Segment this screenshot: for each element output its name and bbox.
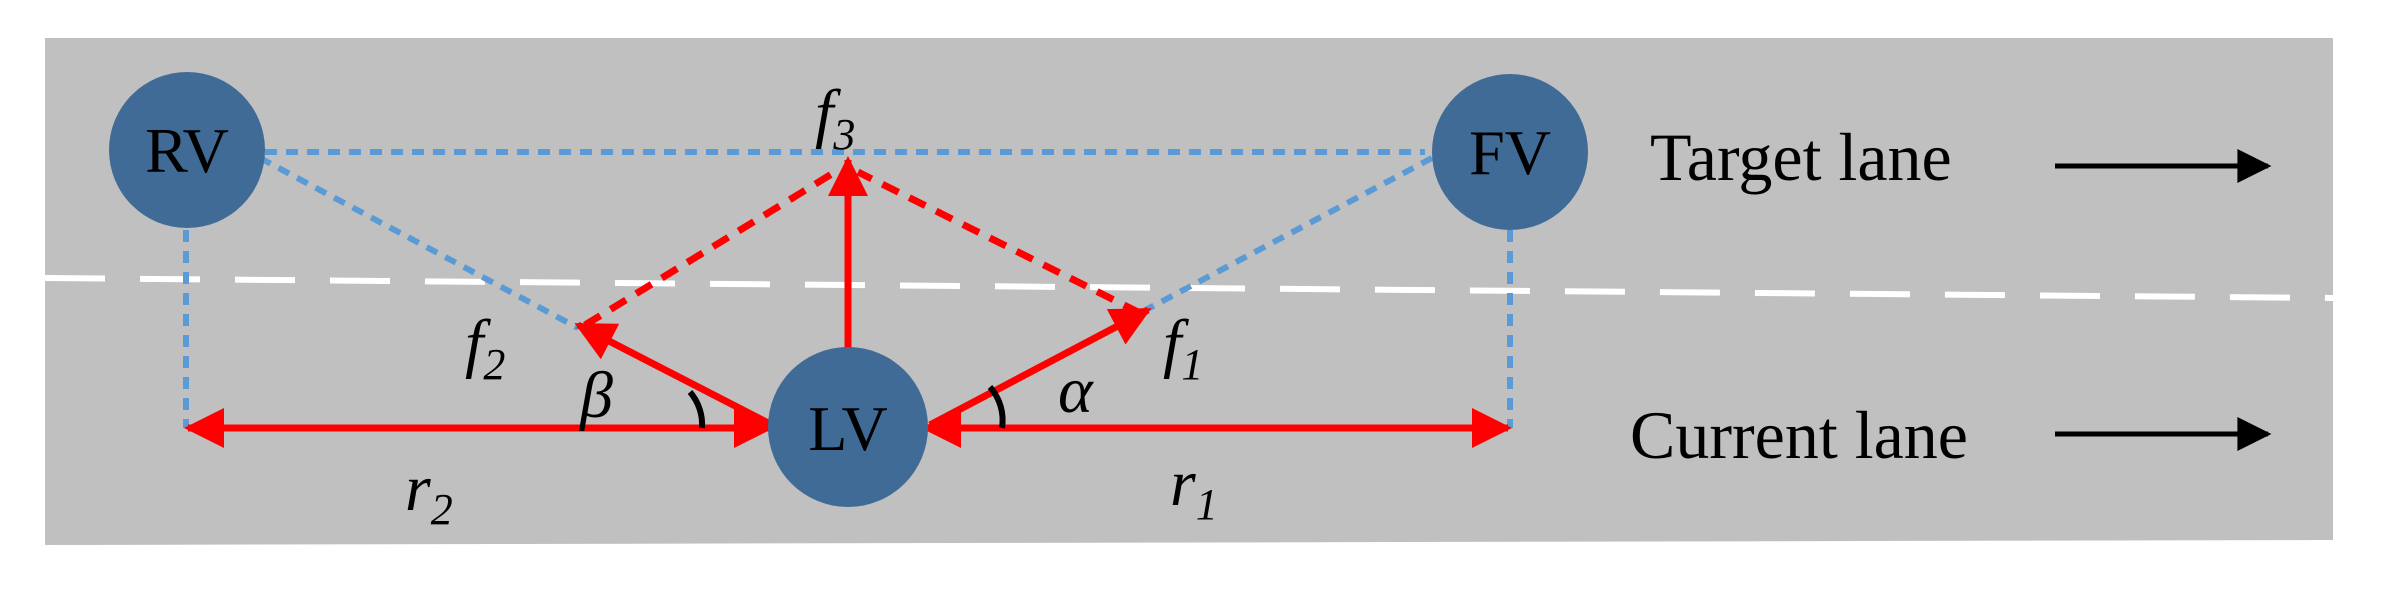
target-lane-label: Target lane — [1650, 119, 1952, 195]
guide-fv-f1 — [1138, 155, 1434, 316]
guide-lines — [183, 149, 1513, 428]
alpha-label: α — [1058, 354, 1094, 427]
force-decomposition-dashes — [583, 168, 1142, 328]
current-lane-label: Current lane — [1630, 397, 1968, 473]
f2-force-arrow — [574, 321, 774, 429]
rv-vehicle: RV — [109, 72, 265, 228]
r1-label: r1 — [1170, 447, 1218, 529]
beta-label: β — [578, 359, 613, 432]
beta-angle-arc — [687, 390, 706, 429]
fv-vehicle: FV — [1432, 74, 1588, 230]
lv-label: LV — [808, 393, 887, 464]
dash-f1-f3 — [856, 168, 1142, 317]
lv-vehicle: LV — [768, 347, 928, 507]
f1-force-arrow — [928, 306, 1152, 429]
dash-f2-f3 — [583, 169, 837, 328]
alpha-angle-arc — [987, 385, 1006, 429]
r2-label: r2 — [405, 452, 453, 534]
fv-label: FV — [1469, 117, 1551, 188]
rv-label: RV — [145, 115, 229, 186]
guide-rv-f2 — [258, 155, 580, 331]
